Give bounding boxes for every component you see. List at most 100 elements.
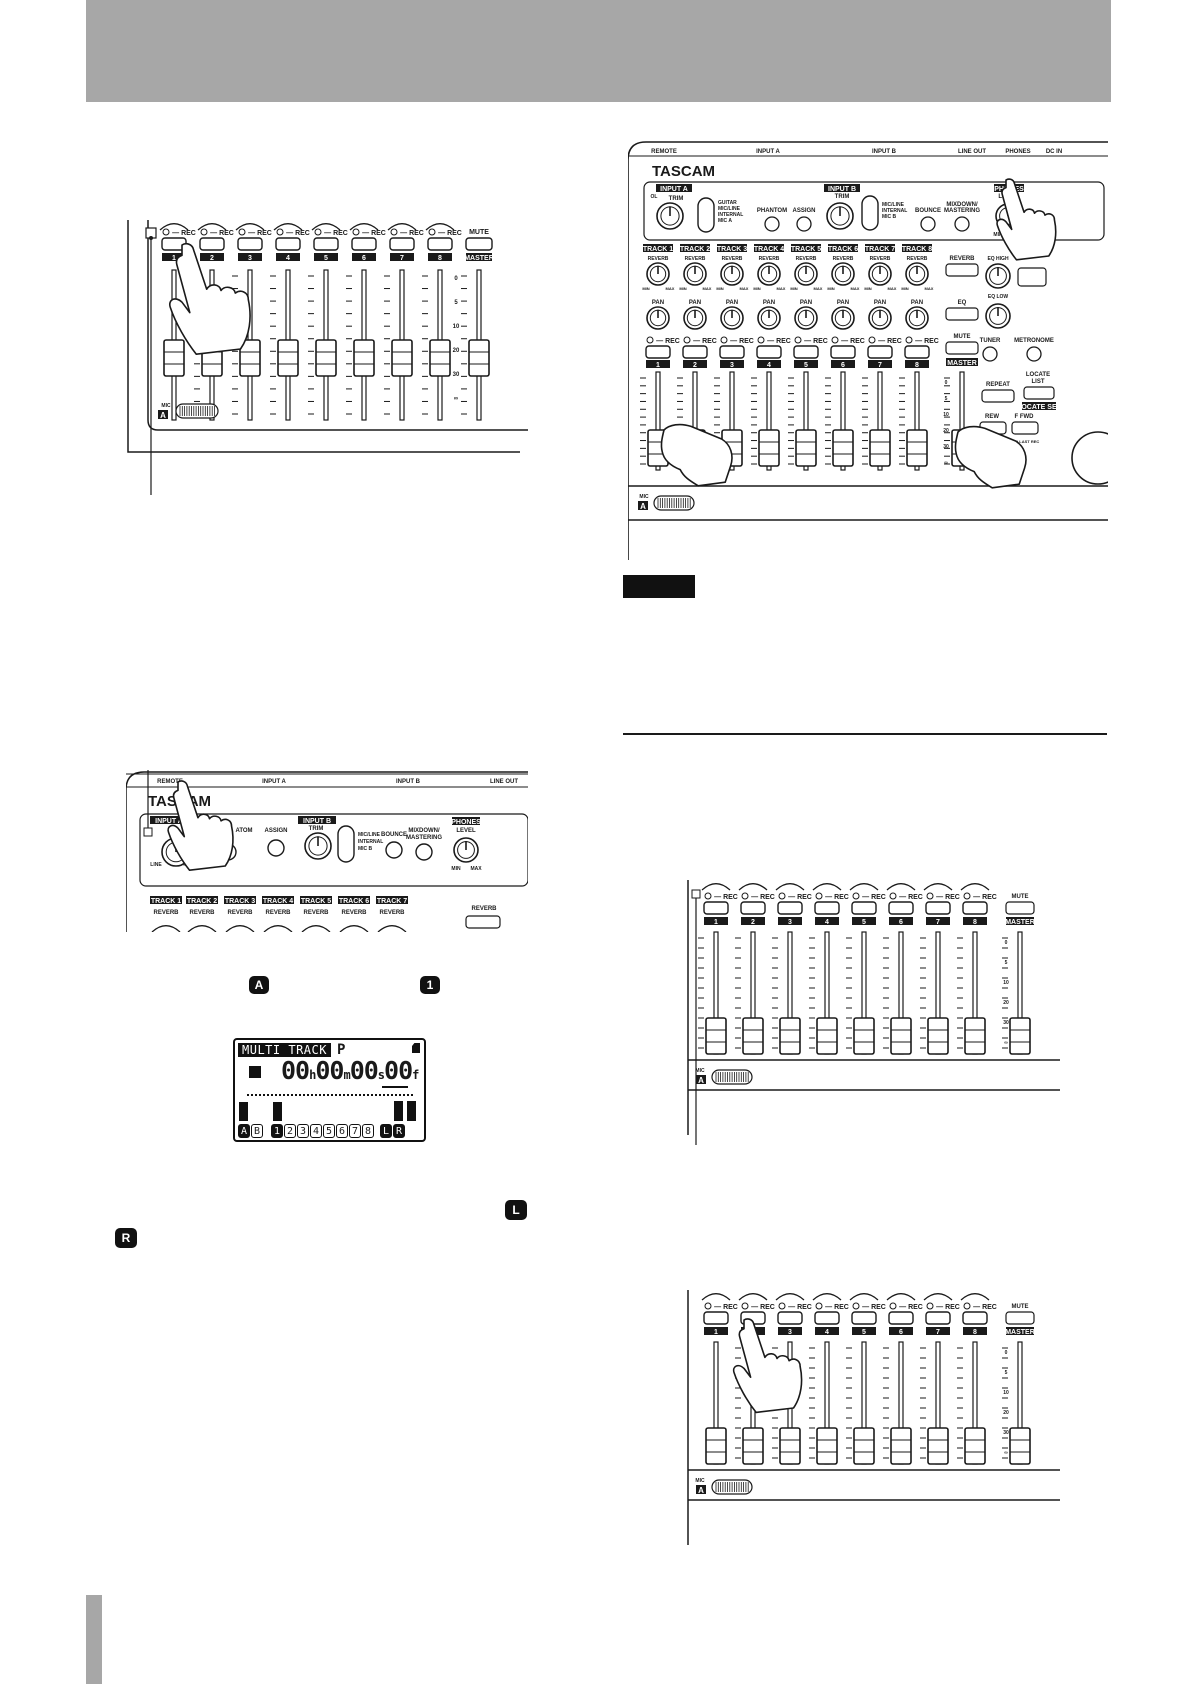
track-3-tag-text: 3 — [788, 1329, 792, 1336]
input-b-tag — [298, 816, 336, 824]
track-7-tag — [390, 253, 414, 261]
track-2-led — [200, 228, 208, 236]
phones-tag-text: PHONES — [451, 819, 481, 826]
min-label: MIN — [827, 286, 834, 291]
locate-set-tag-text: LOCATE SET — [1017, 404, 1062, 411]
reverb-label: REVERB — [870, 256, 891, 262]
line-label: LINE — [150, 862, 162, 868]
track-1-button — [703, 901, 729, 915]
track-2-led — [741, 1302, 749, 1310]
pan-label: PAN — [800, 300, 812, 306]
pointing-hand — [167, 780, 234, 871]
track-8-tag-text: 8 — [915, 362, 919, 369]
track-4-button — [756, 345, 782, 359]
track-6-tag-text: 6 — [899, 919, 903, 926]
track-6-tag-text: 6 — [899, 1329, 903, 1336]
track-7-tag-text: 7 — [878, 362, 882, 369]
track-5-fader-cap — [315, 339, 337, 377]
reverb-label: REVERB — [722, 256, 743, 262]
bounce-button — [385, 841, 403, 859]
reverb-label: REVERB — [189, 910, 215, 916]
eq-low-label: EQ LOW — [988, 294, 1009, 300]
lcd-time-counter: 00h00m00s00f — [281, 1056, 419, 1085]
fader-scale-label: 20 — [1003, 1410, 1009, 1416]
rew-label: REW — [985, 414, 999, 420]
track-2-tag-text: 2 — [693, 362, 697, 369]
mute-label: MUTE — [954, 334, 971, 340]
track-6-name-tag-text: TRACK 6 — [339, 898, 369, 905]
track-6-tag — [889, 1327, 913, 1335]
track-8-tag — [428, 253, 452, 261]
min-label: MIN — [790, 286, 797, 291]
reverb-label: REVERB — [685, 256, 706, 262]
track-6-tag-text: 6 — [362, 255, 366, 262]
track-5-led — [794, 336, 802, 344]
track-8-fader-cap — [906, 429, 928, 467]
track-4-tag-text: 4 — [825, 919, 829, 926]
lcd-track-5: 5 — [323, 1124, 335, 1138]
mic-badge — [696, 1075, 706, 1084]
stop-indicator-icon — [249, 1066, 261, 1078]
track-7-led — [868, 336, 876, 344]
track-5-tag-text: 5 — [804, 362, 808, 369]
input-b-tag — [824, 184, 860, 192]
connector-label: INPUT A — [756, 149, 780, 155]
connector-label: INPUT A — [262, 779, 286, 785]
track-3-name-tag-text: TRACK 3 — [225, 898, 255, 905]
max-label: MAX — [888, 286, 897, 291]
phantom-label: PHANTOM — [757, 208, 787, 214]
track-2-tag — [741, 917, 765, 925]
fader-scale-label: 0 — [454, 276, 458, 282]
track-3-button — [777, 1311, 803, 1325]
pan-knob-arc — [812, 1293, 842, 1301]
lcd-meter-r — [407, 1101, 416, 1121]
trim-b-label: TRIM — [835, 194, 850, 200]
track-2-rec-label: — REC — [751, 894, 775, 901]
track-2-fader-cap — [742, 1017, 764, 1055]
eq-button-label: EQ — [958, 300, 967, 306]
brand-logo: TASCAM — [652, 163, 715, 180]
pan-knob-arc — [886, 1293, 916, 1301]
connector-label: PHONES — [1005, 149, 1030, 155]
guitar-option: MIC A — [718, 218, 732, 224]
track-4-rec-label: — REC — [825, 1304, 849, 1311]
track-8-button — [962, 1311, 988, 1325]
track-4-tag — [815, 1327, 839, 1335]
track-3-fader-cap — [779, 1427, 801, 1465]
mic-label: MIC — [695, 1068, 705, 1074]
track-1-name-tag — [150, 896, 182, 904]
track-6-button — [888, 901, 914, 915]
mute-button — [465, 237, 493, 251]
reverb-label: REVERB — [153, 910, 179, 916]
track-4-rec-label: — REC — [767, 338, 791, 345]
micline-option: MIC/LINE — [882, 202, 905, 208]
track-8-button — [904, 345, 930, 359]
connector-label: DC IN — [1046, 149, 1062, 155]
track-3-tag — [778, 917, 802, 925]
track-6-button — [351, 237, 377, 251]
track-6-fader-cap — [353, 339, 375, 377]
max-label: MAX — [777, 286, 786, 291]
track-1-led — [162, 228, 170, 236]
panel-edge — [126, 771, 528, 932]
input-a-tag — [656, 184, 692, 192]
lcd-track-1: 1 — [271, 1124, 283, 1138]
master-fader-cap — [468, 339, 490, 377]
guitar-option: MIC/LINE — [718, 206, 741, 212]
fader-scale-label: 10 — [453, 324, 460, 330]
track-6-name-tag-text: TRACK 6 — [828, 246, 858, 253]
lcd-output-r: R — [393, 1124, 405, 1138]
fader-scale-label: 5 — [945, 396, 948, 402]
phantom-partial-label: ATOM — [235, 828, 252, 834]
track-7-rec-label: — REC — [400, 230, 424, 237]
connector-label: LINE OUT — [958, 149, 986, 155]
track-2-button — [682, 345, 708, 359]
left-hand-on-fader — [660, 423, 733, 487]
max-label: MAX — [925, 286, 934, 291]
panel-edge — [127, 220, 520, 453]
track-3-led — [238, 228, 246, 236]
track-4-tag — [276, 253, 300, 261]
track-5-rec-label: — REC — [862, 894, 886, 901]
